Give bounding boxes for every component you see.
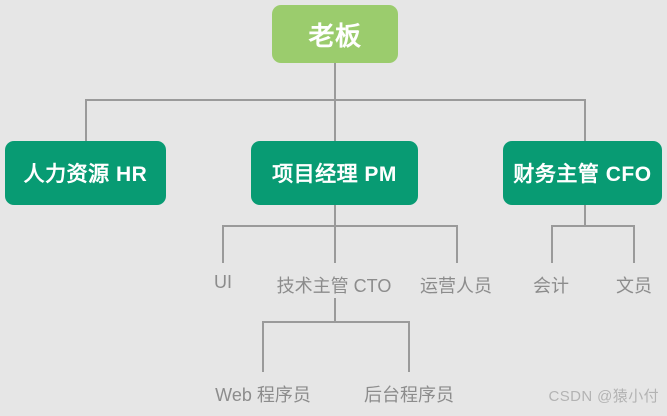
connector-cfo-bus xyxy=(551,225,635,227)
connector-pm-bus xyxy=(222,225,458,227)
org-node-label: 项目经理 PM xyxy=(272,163,397,186)
org-node-label: 后台程序员 xyxy=(364,385,454,405)
org-node-label: 老板 xyxy=(308,20,362,51)
org-node-cfo[interactable]: 财务主管 CFO xyxy=(503,141,662,205)
connector-drop-ui xyxy=(222,225,224,263)
connector-drop-web-dev xyxy=(262,321,264,372)
csdn-watermark: CSDN @猿小付 xyxy=(548,388,659,405)
connector-drop-backend-dev xyxy=(408,321,410,372)
org-leaf-clerk[interactable]: 文员 xyxy=(616,272,652,298)
connector-drop-clerk xyxy=(633,225,635,263)
connector-drop-accountant xyxy=(551,225,553,263)
connector-drop-cto xyxy=(334,225,336,263)
org-node-root-boss[interactable]: 老板 xyxy=(272,5,398,63)
org-leaf-cto[interactable]: 技术主管 CTO xyxy=(277,272,392,298)
org-node-label: Web 程序员 xyxy=(215,385,311,405)
org-node-label: UI xyxy=(214,272,232,292)
connector-cfo-stem xyxy=(584,205,586,226)
org-node-hr[interactable]: 人力资源 HR xyxy=(5,141,166,205)
connector-pm-stem xyxy=(334,205,336,226)
connector-drop-hr xyxy=(85,99,87,142)
org-leaf-ui[interactable]: UI xyxy=(214,272,232,293)
org-node-label: 人力资源 HR xyxy=(23,163,148,186)
org-node-label: 会计 xyxy=(533,276,569,296)
org-node-pm[interactable]: 项目经理 PM xyxy=(251,141,418,205)
connector-cto-stem xyxy=(334,298,336,322)
org-node-label: 文员 xyxy=(616,276,652,296)
org-node-label: 财务主管 CFO xyxy=(513,163,652,186)
org-node-label: 技术主管 CTO xyxy=(276,276,392,296)
connector-drop-operations xyxy=(456,225,458,263)
org-leaf-operations[interactable]: 运营人员 xyxy=(420,272,492,298)
connector-drop-cfo xyxy=(584,99,586,142)
org-leaf-accountant[interactable]: 会计 xyxy=(533,272,569,298)
org-node-label: 运营人员 xyxy=(420,276,492,296)
connector-root-stem xyxy=(334,63,336,100)
connector-cto-bus xyxy=(262,321,410,323)
connector-drop-pm xyxy=(334,99,336,142)
org-leaf-web-developer[interactable]: Web 程序员 xyxy=(215,381,311,407)
org-leaf-backend-developer[interactable]: 后台程序员 xyxy=(364,381,454,407)
